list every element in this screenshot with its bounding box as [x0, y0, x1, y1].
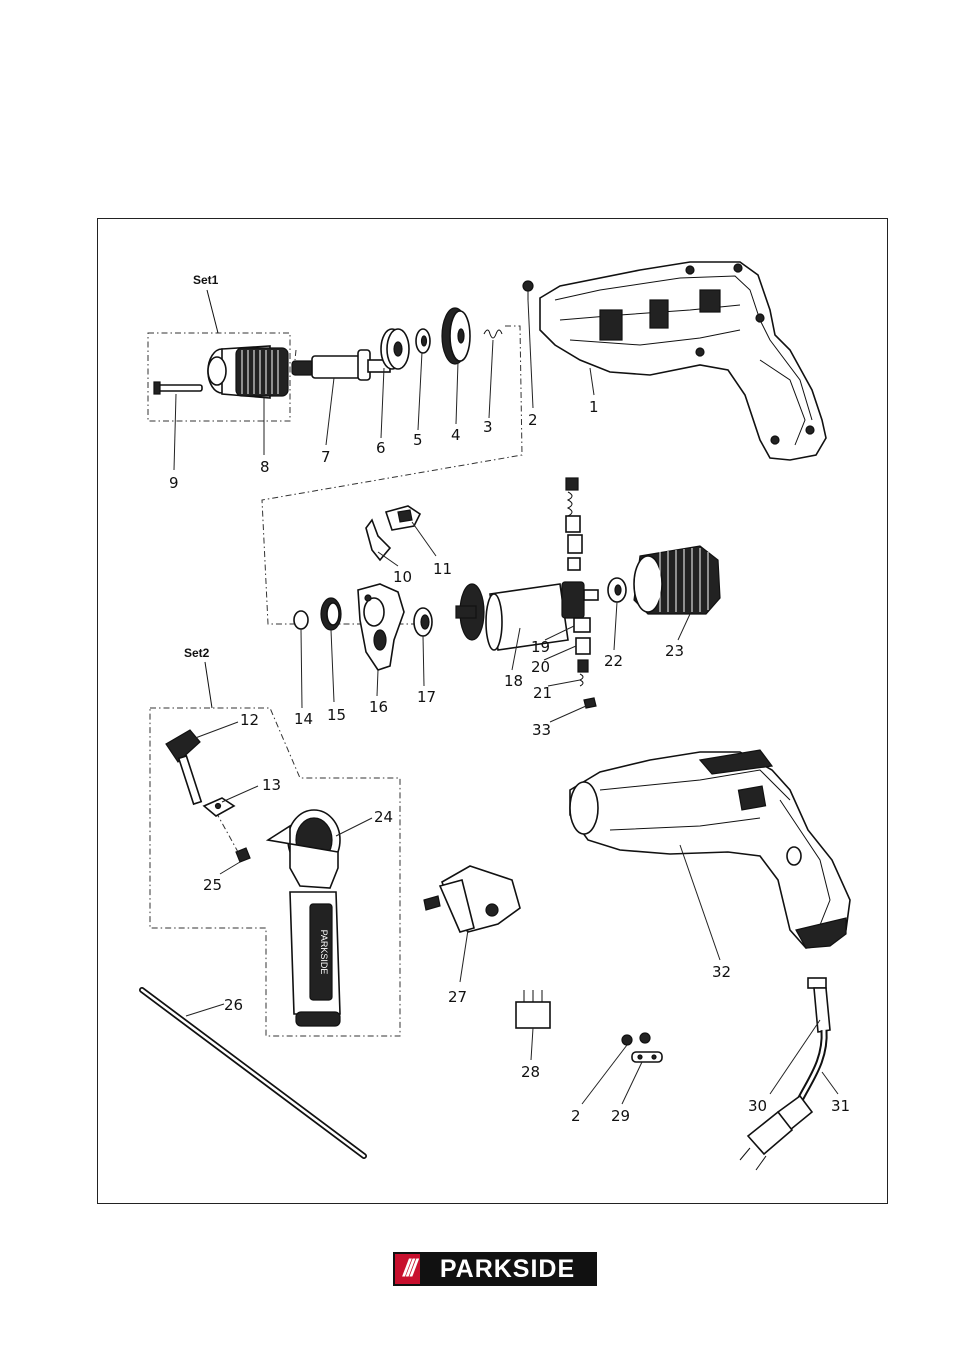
callout-10: 10: [393, 568, 412, 586]
logo-slashes: ///: [403, 1255, 417, 1282]
callout-12: 12: [240, 711, 259, 729]
callout-20: 20: [531, 658, 550, 676]
diagram-frame: [97, 218, 888, 1204]
callout-15: 15: [327, 706, 346, 724]
part-spring-21: [577, 659, 589, 687]
part-washer-5: [415, 328, 431, 354]
callout-23: 23: [665, 642, 684, 660]
callout-26: 26: [224, 996, 243, 1014]
callout-29: 29: [611, 1107, 630, 1125]
part-bearing-17: [413, 607, 433, 637]
callout-18: 18: [504, 672, 523, 690]
part-gear-15: [320, 597, 342, 631]
part-lever-10: [365, 518, 392, 562]
callout-30: 30: [748, 1097, 767, 1115]
callout-21: 21: [533, 684, 552, 702]
part-clamp-13: [202, 797, 236, 817]
set1-boundary: [147, 332, 291, 422]
part-screw-9: [153, 381, 203, 395]
part-bearing-22: [607, 577, 627, 603]
callout-22: 22: [604, 652, 623, 670]
handle-brand-text: PARKSIDE: [319, 930, 329, 975]
callout-7: 7: [321, 448, 331, 466]
set1-label: Set1: [193, 273, 219, 287]
callout-13: 13: [262, 776, 281, 794]
part-switch-28: [515, 990, 551, 1029]
part-aux-handle-24: PARKSIDE: [265, 809, 341, 1027]
callout-2: 2: [528, 411, 538, 429]
callout-31: 31: [831, 1097, 850, 1115]
part-gear-4: [441, 307, 471, 365]
callout-24: 24: [374, 808, 393, 826]
part-chuck-8: [207, 345, 289, 399]
part-knob-12: [165, 729, 203, 806]
callout-8: 8: [260, 458, 270, 476]
part-housing-32: [569, 749, 851, 949]
callout-28: 28: [521, 1063, 540, 1081]
callout-17: 17: [417, 688, 436, 706]
part-screw-2-top: [522, 280, 534, 300]
callout-5: 5: [413, 431, 423, 449]
part-brush-holder-19: [573, 617, 591, 633]
callout-1: 1: [589, 398, 599, 416]
callout-25: 25: [203, 876, 222, 894]
part-cable-clamp-29: [631, 1051, 663, 1063]
callout-27: 27: [448, 988, 467, 1006]
callout-3: 3: [483, 418, 493, 436]
leader-lines: [173, 299, 839, 1105]
connection-line-upper: [261, 325, 523, 625]
parkside-logo: /// PARKSIDE: [393, 1252, 597, 1286]
callout-9: 9: [169, 474, 179, 492]
logo-brand-text: PARKSIDE: [420, 1254, 595, 1284]
part-cable-guard-27: [423, 865, 521, 933]
callout-19: 19: [531, 638, 550, 656]
callout-4: 4: [451, 426, 461, 444]
callout-11: 11: [433, 560, 452, 578]
part-carbon-brush-20: [575, 637, 591, 655]
callout-6: 6: [376, 439, 386, 457]
callout-numbers: 1 2 3 4 5 6 7 8 9 10 11 12 13 14 15 16 1…: [169, 398, 850, 1125]
part-spring-3: [483, 329, 503, 339]
callout-33: 33: [532, 721, 551, 739]
part-switch-cap-11: [384, 505, 422, 531]
part-power-cable-30-31: [739, 977, 831, 1171]
callout-32: 32: [712, 963, 731, 981]
part-stator-23: [633, 545, 721, 615]
part-nut-25: [235, 847, 251, 863]
part-screws-2-bottom: [621, 1032, 651, 1046]
part-cap-33: [583, 697, 597, 709]
callout-2-bottom: 2: [571, 1107, 581, 1125]
part-depth-rod-26: [139, 987, 367, 1159]
part-gearbox-plate-16: [357, 583, 405, 671]
set2-label: Set2: [184, 646, 210, 660]
part-housing-1: [539, 261, 827, 461]
callout-14: 14: [294, 710, 313, 728]
part-bushing-14: [293, 610, 309, 630]
part-armature-18: [455, 581, 599, 651]
set2-boundary: [149, 707, 401, 1037]
part-spindle-7: [291, 349, 391, 381]
part-brush-holder-top: [565, 477, 583, 571]
part-bearing-6: [380, 328, 410, 370]
callout-16: 16: [369, 698, 388, 716]
